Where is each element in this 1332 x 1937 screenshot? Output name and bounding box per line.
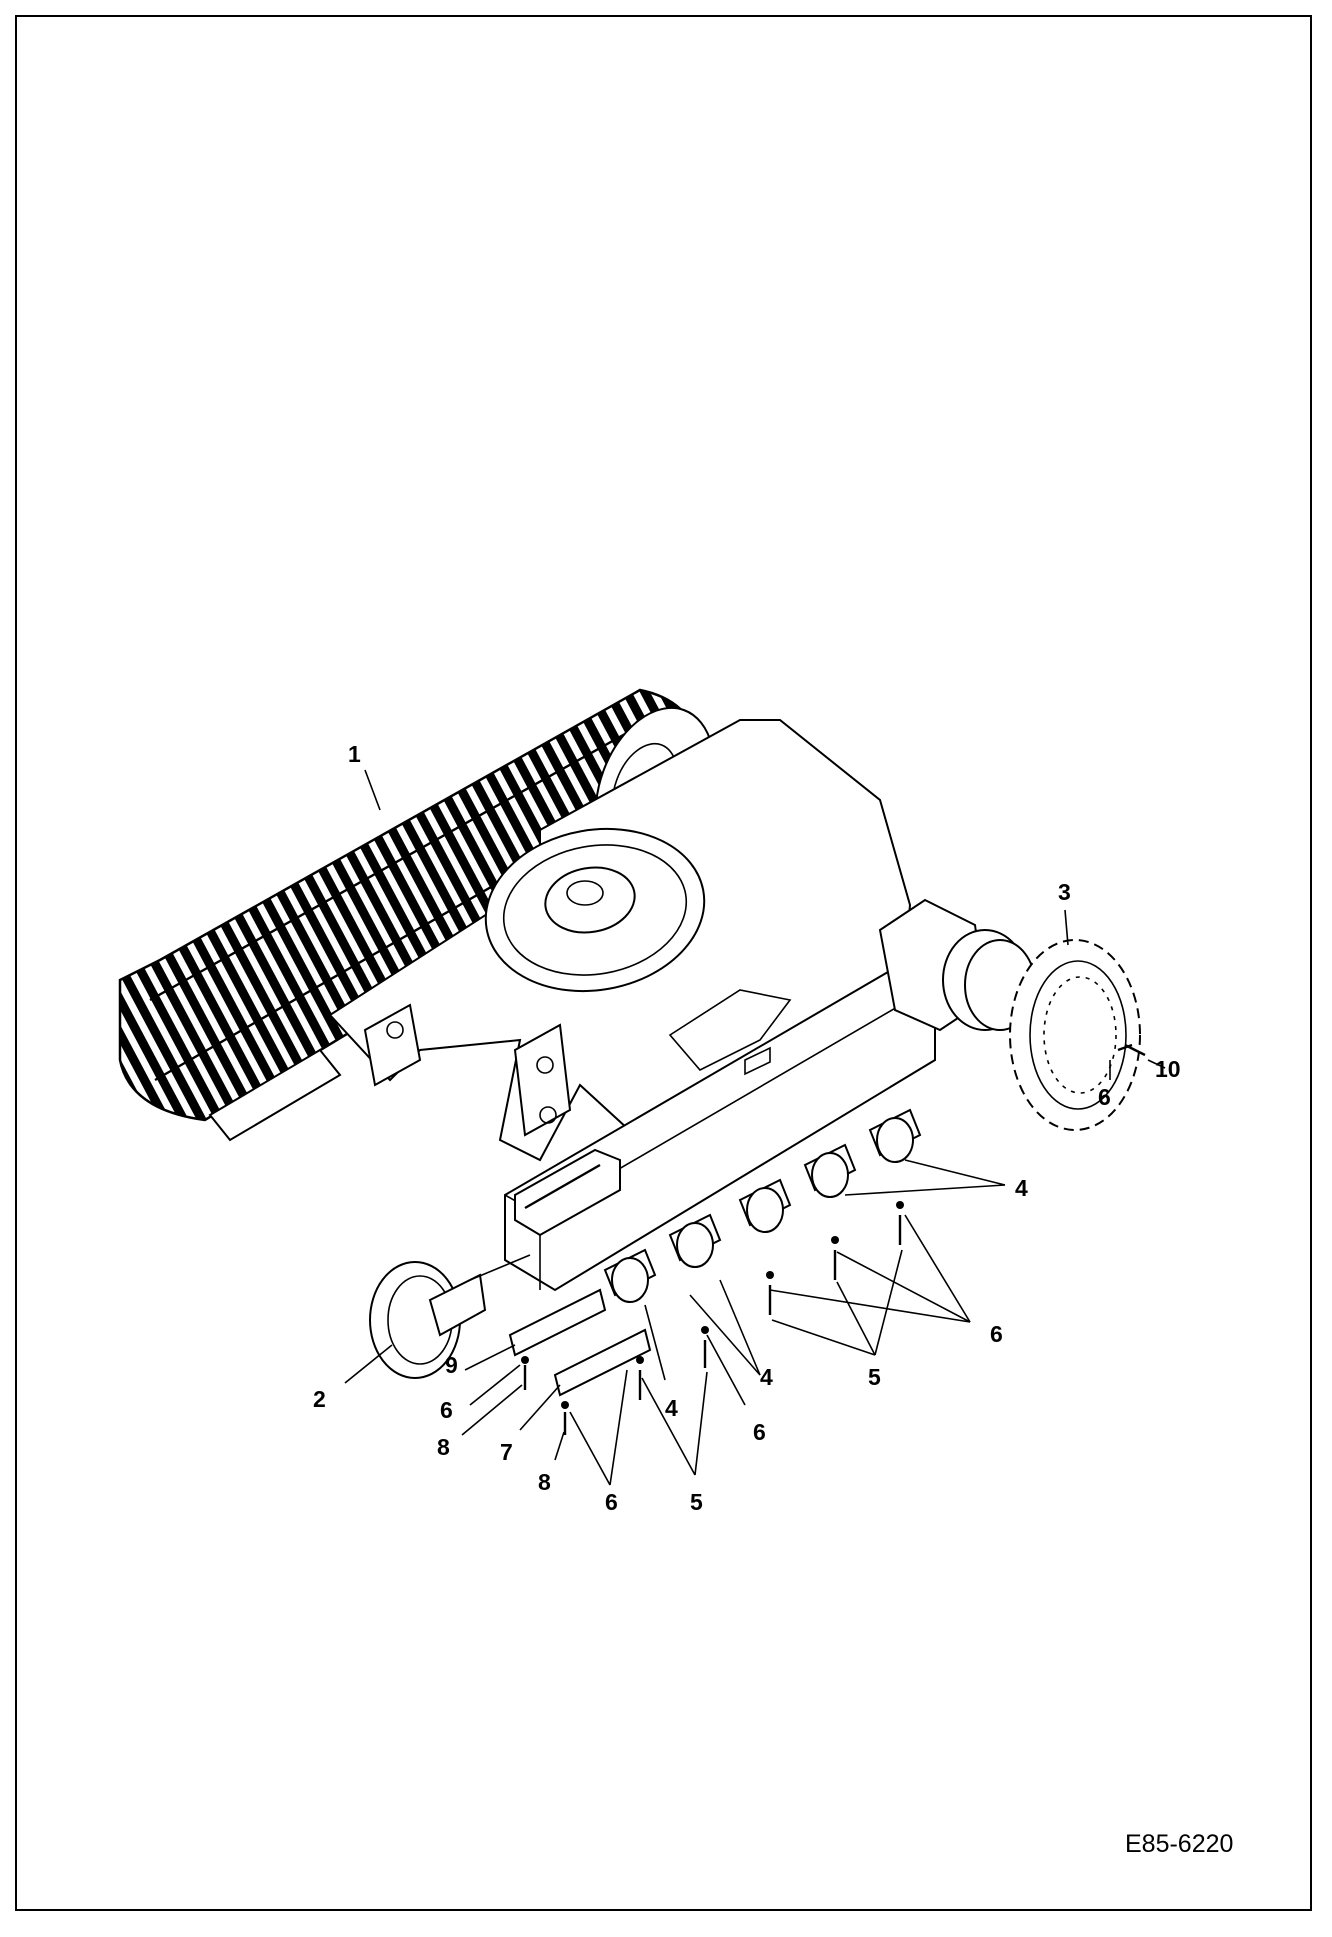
callout-4-b: 4 [760,1364,773,1390]
callout-5-a: 5 [868,1364,881,1390]
leader-lines [344,769,1166,1486]
drive-sprocket [1009,939,1146,1131]
callout-8-b: 8 [538,1469,551,1495]
callout-6-e: 6 [605,1489,618,1515]
callout-10: 10 [1155,1056,1181,1082]
callout-9: 9 [445,1352,458,1378]
callout-4-a: 4 [1015,1175,1028,1201]
track-guides [508,1288,652,1397]
callout-8-a: 8 [437,1434,450,1460]
callout-2: 2 [313,1386,326,1412]
callout-7: 7 [500,1439,513,1465]
drawing-frame [15,15,1312,1911]
callout-6-b: 6 [990,1321,1003,1347]
drawing-code: E85-6220 [1125,1830,1233,1858]
side-frame [504,963,936,1292]
callout-6-a: 6 [1098,1084,1111,1110]
callout-labels: 1 2 3 4 4 4 5 5 6 6 6 6 6 7 8 8 9 10 [313,741,1181,1515]
callout-5-b: 5 [690,1489,703,1515]
track-rollers [603,1108,922,1303]
callout-4-c: 4 [665,1395,678,1421]
callout-6-d: 6 [440,1397,453,1423]
front-idler [369,1254,531,1379]
callout-6-c: 6 [753,1419,766,1445]
callout-3: 3 [1058,879,1071,905]
callout-1: 1 [348,741,361,767]
